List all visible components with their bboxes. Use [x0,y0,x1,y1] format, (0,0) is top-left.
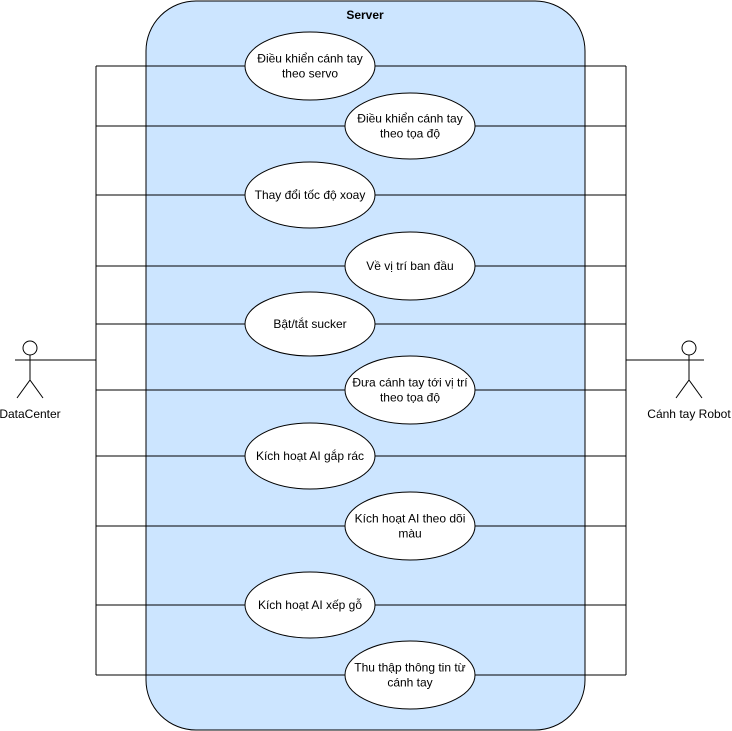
use-case-4: Về vị trí ban đầu [344,231,476,301]
actor-datacenter: DataCenter [0,340,61,421]
use-case-label: Đưa cánh tay tới vị trí [352,376,468,390]
use-case-5: Bật/tắt sucker [244,291,376,357]
actor-datacenter-leg-left [16,379,31,399]
actor-robot-arm-label: Cánh tay Robot [647,407,731,421]
use-case-label: Điều khiển cánh tay [257,52,362,66]
use-case-ellipse [244,291,376,357]
use-case-ellipse [344,92,476,160]
use-case-label: Kích hoạt AI gắp rác [256,448,364,463]
actor-robot-arm-leg-right [688,379,703,399]
use-case-label: Về vị trí ban đầu [366,259,453,273]
use-case-label: cánh tay [387,676,432,690]
use-case-label: theo servo [282,67,338,81]
use-case-ellipse [244,161,376,229]
use-case-label: Bật/tắt sucker [273,316,346,331]
use-case-9: Kích hoạt AI xếp gỗ [244,571,376,639]
use-case-ellipse [344,231,476,301]
actor-robot-arm-head [681,340,697,356]
use-case-label: màu [398,527,421,541]
actor-robot-arm: Cánh tay Robot [647,340,731,421]
use-case-label: theo tọa độ [380,127,440,141]
actor-datacenter-head [22,340,38,356]
use-case-label: Thu thập thông tin từ [354,661,465,675]
use-case-label: theo tọa độ [380,391,440,405]
actor-datacenter-label: DataCenter [0,407,61,421]
use-case-label: Kích hoạt AI theo dõi [355,512,466,526]
use-case-3: Thay đổi tốc độ xoay [244,161,376,229]
use-case-ellipse [244,31,376,101]
system-title: Server [346,8,384,22]
use-case-ellipse [344,491,476,561]
use-case-ellipse [244,571,376,639]
use-case-7: Kích hoạt AI gắp rác [244,422,376,490]
actor-datacenter-leg-right [29,379,44,399]
use-case-label: Điều khiển cánh tay [357,112,462,126]
use-case-ellipse [344,355,476,425]
use-case-label: Thay đổi tốc độ xoay [255,188,366,202]
use-case-label: Kích hoạt AI xếp gỗ [258,597,362,612]
use-case-ellipse [344,640,476,710]
actor-robot-arm-leg-left [675,379,690,399]
use-case-ellipse [244,422,376,490]
